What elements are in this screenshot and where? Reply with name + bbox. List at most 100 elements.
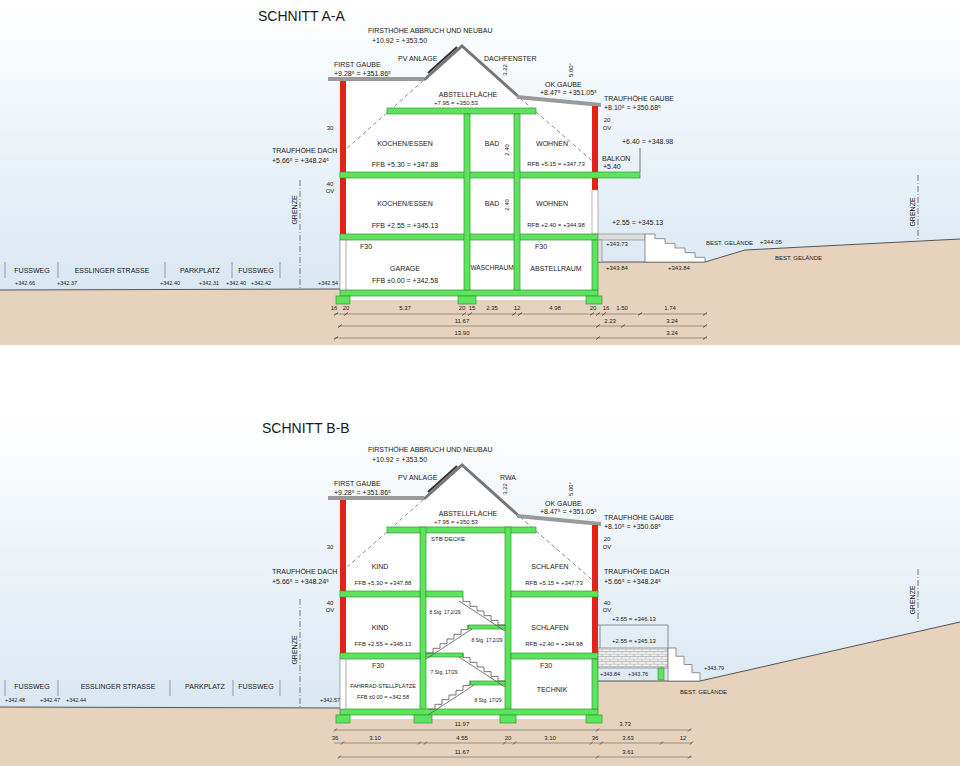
dimension-line: [334, 743, 692, 744]
elevation-label: +2.55 = +345.13: [612, 638, 656, 644]
street-label: ESSLINGER STRASSE: [75, 267, 150, 274]
floor-slab: [340, 290, 598, 296]
dimension-line: [338, 326, 707, 327]
dimension-label: 1.50: [616, 305, 628, 311]
floor-slab: [511, 591, 598, 597]
room-label: FAHRRAD-STELLPLÄTZE: [349, 684, 417, 690]
elevation-label: +342.44: [66, 698, 86, 704]
dimension-line: [334, 730, 692, 731]
dimension-label: 20: [459, 305, 466, 311]
new-wall: [592, 106, 598, 172]
boundary-line: [918, 175, 919, 239]
dimension-label: 20: [505, 735, 512, 741]
room-label: BAD: [485, 200, 499, 207]
elevation-label: RFB +2.40 = +344.98: [525, 641, 583, 647]
dimension-label: 2.35: [486, 305, 498, 311]
note-label: F30: [540, 662, 552, 669]
dimension-label: 5.37: [399, 305, 411, 311]
dimension-label: 40: [327, 181, 334, 187]
room-label: KIND: [371, 563, 390, 570]
room-label: KOCHEN/ESSEN: [376, 140, 434, 147]
note-label: DACHFENSTER: [484, 55, 537, 62]
boundary-line: [300, 180, 301, 288]
street-divider: [5, 262, 280, 278]
dimension-label: 40: [327, 600, 334, 606]
elevation-label: +7.95 = +350.53: [433, 100, 479, 106]
elevation-label: TRAUFHÖHE GAUBE: [604, 95, 674, 102]
foundation: [586, 715, 602, 723]
dimension-ticks: [334, 337, 707, 340]
dimension-label: 3.24: [666, 318, 678, 324]
note-label: F30: [372, 662, 384, 669]
dormer-roof: [328, 77, 424, 81]
note-label: PV ANLAGE: [398, 55, 437, 62]
dimension-label: 13.90: [454, 330, 469, 336]
elevation-label: +9.28⁵ = +351.86⁵: [334, 70, 391, 77]
foundation: [336, 715, 350, 723]
dimension-label: 20: [590, 305, 597, 311]
dimension-label: 2.23: [604, 318, 616, 324]
room-label: WOHNEN: [536, 200, 568, 207]
street-divider: [5, 680, 280, 696]
dimension-label: 40: [604, 600, 611, 606]
dimension-label: 4.98: [549, 305, 561, 311]
dormer-roof: [517, 95, 601, 107]
foundation: [414, 715, 432, 723]
inner-wall: [514, 114, 520, 290]
dimension-label: 2.40: [504, 144, 510, 156]
street-label: FUSSWEG: [238, 683, 273, 690]
foundation: [336, 296, 350, 304]
elevation-label: +8.10⁵ = +350.68⁵: [604, 104, 661, 111]
exterior-wall: [340, 659, 346, 709]
building-body: [340, 465, 598, 719]
floor-slab: [511, 653, 598, 659]
dimension-label: 5.00°: [568, 482, 574, 496]
foundation: [586, 296, 602, 304]
sky: [0, 413, 960, 766]
dimension-line: [334, 314, 707, 315]
boundary-label: GRENZE: [291, 195, 298, 224]
dimension-ticks: [338, 325, 707, 328]
elevation-label: +9.28⁵ = +351.86⁵: [334, 489, 391, 496]
elevation-label: FFB +5.30 = +347.88: [371, 161, 439, 168]
dimension-label: 2.40: [504, 199, 510, 211]
ground-line: [598, 622, 960, 681]
terrace-railing: [598, 625, 668, 648]
note-label: PV ANLAGE: [398, 474, 437, 481]
note-label: RWA: [500, 474, 516, 481]
elevation-label: +342.48: [5, 698, 25, 704]
street-label: FUSSWEG: [14, 267, 49, 274]
dimension-label: 3.24: [666, 330, 678, 336]
dimension-label: 11.67: [455, 318, 470, 324]
sky: [0, 0, 960, 345]
dimension-label: OV: [603, 125, 612, 131]
dimension-label: 3.22: [502, 64, 508, 76]
elevation-label: FFB +5.30 = +347.88: [354, 580, 413, 586]
elevation-label: TRAUFHÖHE GAUBE: [604, 514, 674, 521]
elevation-label: +342.57: [320, 698, 340, 704]
new-wall: [340, 597, 346, 653]
boundary-label: GRENZE: [291, 635, 298, 664]
dimension-label: 3.10: [544, 735, 556, 741]
section-b: [0, 465, 960, 766]
street-label: PARKPLATZ: [185, 683, 225, 690]
dimension-label: 36: [592, 735, 599, 741]
elevation-label: FIRSTHÖHE ABBRUCH UND NEUBAU: [368, 446, 492, 453]
elevation-label: TRAUFHÖHE DACH: [604, 568, 669, 575]
new-wall: [340, 500, 346, 591]
dimension-ticks: [334, 729, 691, 732]
new-wall: [340, 178, 346, 234]
dimension-line: [338, 757, 692, 758]
elevation-label: +8.10⁵ = +350.68⁵: [604, 523, 661, 530]
dimension-line: [334, 338, 707, 339]
new-wall: [592, 178, 598, 190]
room-label: ABSTELLRAUM: [530, 265, 581, 272]
floor-slab: [387, 108, 536, 114]
terrace-slab: [598, 234, 645, 240]
dimension-label: 3.10: [369, 735, 381, 741]
dimension-label: 15: [469, 305, 476, 311]
elevation-label: +343.79: [704, 666, 724, 672]
dimension-label: 11.97: [455, 721, 470, 727]
room-label: WOHNEN: [536, 140, 568, 147]
